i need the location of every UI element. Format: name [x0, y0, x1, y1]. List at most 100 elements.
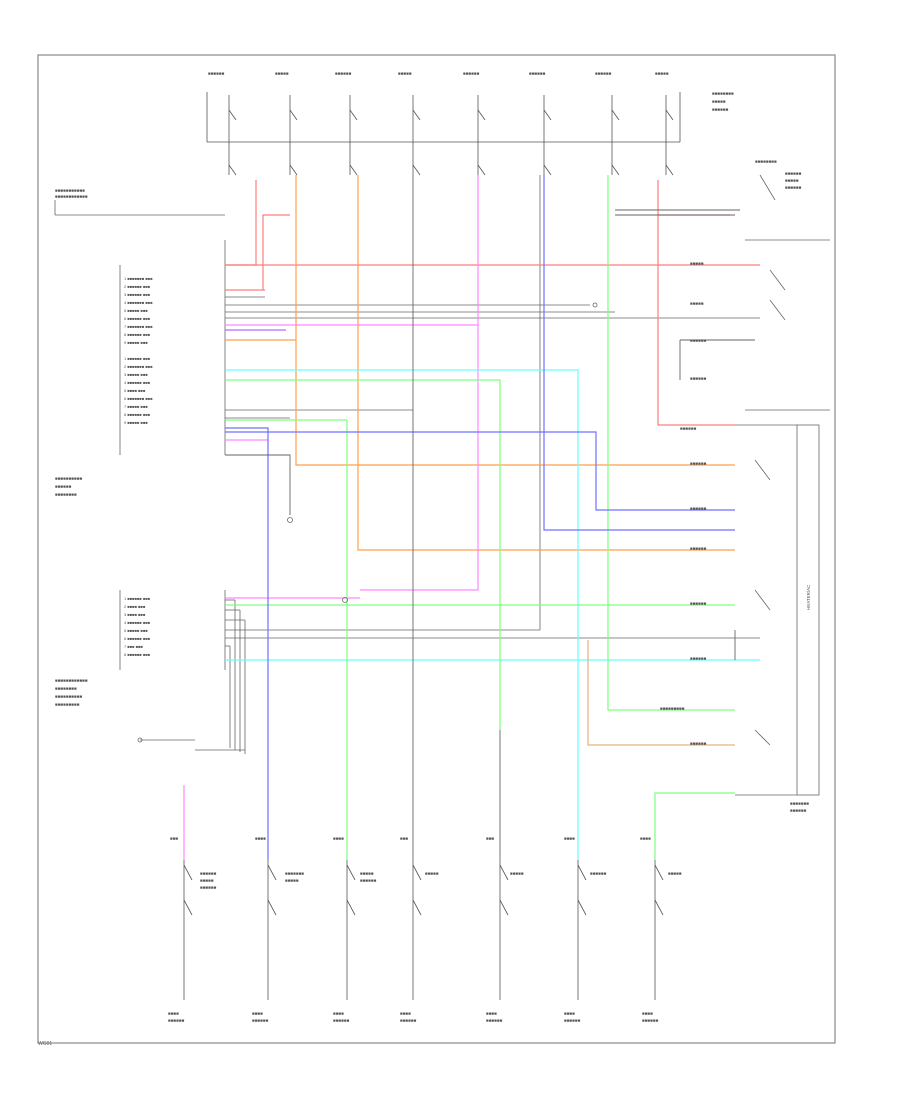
- svg-text:7 ■■■ ■■■: 7 ■■■ ■■■: [124, 644, 144, 649]
- svg-text:■■■■■■: ■■■■■■: [200, 871, 217, 876]
- svg-text:■■■■■■■■: ■■■■■■■■: [712, 91, 734, 96]
- svg-text:■■■: ■■■: [486, 836, 494, 841]
- svg-text:■■■■■: ■■■■■: [398, 71, 412, 76]
- svg-text:■■■■■■: ■■■■■■: [335, 71, 352, 76]
- svg-text:3 ■■■■■ ■■■: 3 ■■■■■ ■■■: [124, 372, 148, 377]
- svg-text:■■■■■■: ■■■■■■: [333, 1018, 350, 1023]
- svg-text:■■■■: ■■■■: [255, 836, 266, 841]
- svg-text:■■■■■: ■■■■■: [655, 71, 669, 76]
- svg-text:5 ■■■■■ ■■■: 5 ■■■■■ ■■■: [124, 308, 148, 313]
- svg-text:■■■■: ■■■■: [168, 1011, 179, 1016]
- svg-text:■■■■■■■■: ■■■■■■■■: [55, 686, 77, 691]
- upper-left-module: [54, 200, 760, 455]
- bottom-code: WG01: [38, 1041, 53, 1047]
- svg-text:8 ■■■■■■ ■■■: 8 ■■■■■■ ■■■: [124, 412, 151, 417]
- orange-wire: [225, 175, 735, 551]
- svg-text:■■■■■■■■: ■■■■■■■■: [755, 159, 777, 164]
- bottom-labels: ■■■ ■■■■ ■■■■ ■■■ ■■■ ■■■■ ■■■■ ■■■■■■ ■…: [168, 836, 682, 1023]
- svg-text:■■■■: ■■■■: [564, 836, 575, 841]
- top-connector-group: [206, 92, 681, 176]
- gray-wires: [225, 175, 755, 860]
- svg-text:1 ■■■■■■■ ■■■: 1 ■■■■■■■ ■■■: [124, 276, 153, 281]
- svg-text:6 ■■■■■■ ■■■: 6 ■■■■■■ ■■■: [124, 636, 151, 641]
- svg-text:■■■: ■■■: [400, 836, 408, 841]
- svg-text:7 ■■■■■■■ ■■■: 7 ■■■■■■■ ■■■: [124, 324, 153, 329]
- pink-wire: [183, 175, 479, 860]
- svg-text:5 ■■■■ ■■■: 5 ■■■■ ■■■: [124, 388, 146, 393]
- right-side-block: [735, 174, 830, 796]
- svg-text:■■■■■■: ■■■■■■: [360, 878, 377, 883]
- svg-text:■■■■: ■■■■: [400, 1011, 411, 1016]
- cyan-wire: [225, 369, 760, 860]
- svg-text:■■■■■■■■: ■■■■■■■■: [55, 492, 77, 497]
- svg-text:■■■■■■: ■■■■■■: [790, 808, 807, 813]
- svg-text:■■■■■■: ■■■■■■: [208, 71, 225, 76]
- svg-text:■■■■■■■■■: ■■■■■■■■■: [660, 706, 685, 711]
- svg-text:■■■■■: ■■■■■: [712, 99, 726, 104]
- svg-text:■■■■■■: ■■■■■■: [690, 656, 707, 661]
- svg-text:■■■■■■: ■■■■■■: [690, 461, 707, 466]
- upper-left-pins: 1 ■■■■■■■ ■■■ 2 ■■■■■■ ■■■ 3 ■■■■■■ ■■■ …: [55, 188, 153, 497]
- svg-text:■■■■■■■: ■■■■■■■: [790, 801, 809, 806]
- diagram-frame: [37, 54, 836, 1044]
- right-labels: ■■■■■■■■ ■■■■■■ ■■■■■ ■■■■■■ ■■■■■ ■■■■■…: [660, 159, 809, 813]
- svg-text:■■■■■: ■■■■■: [200, 878, 214, 883]
- svg-text:■■■■■■■■■■■■: ■■■■■■■■■■■■: [55, 678, 88, 683]
- vertical-side-label: HEATER/AC: [806, 584, 811, 610]
- lower-left-pins: 1 ■■■■■■ ■■■ 2 ■■■■ ■■■ 3 ■■■■ ■■■ 4 ■■■…: [55, 596, 151, 707]
- svg-text:■■■■■■: ■■■■■■: [642, 1018, 659, 1023]
- svg-text:■■■■■■■■■: ■■■■■■■■■: [55, 702, 80, 707]
- svg-text:■■■■■: ■■■■■: [275, 71, 289, 76]
- misc-components: [137, 302, 598, 743]
- svg-text:7 ■■■■■ ■■■: 7 ■■■■■ ■■■: [124, 404, 148, 409]
- svg-text:6 ■■■■■■■ ■■■: 6 ■■■■■■■ ■■■: [124, 396, 153, 401]
- red-wire: [225, 180, 760, 426]
- svg-text:2 ■■■■ ■■■: 2 ■■■■ ■■■: [124, 604, 146, 609]
- svg-text:2 ■■■■■■ ■■■: 2 ■■■■■■ ■■■: [124, 284, 151, 289]
- svg-text:■■■■■■: ■■■■■■: [200, 885, 217, 890]
- svg-text:■■■■■■: ■■■■■■: [680, 426, 697, 431]
- svg-text:4 ■■■■■■ ■■■: 4 ■■■■■■ ■■■: [124, 620, 151, 625]
- svg-text:■■■■■■: ■■■■■■: [690, 741, 707, 746]
- svg-text:■■■■■: ■■■■■: [690, 261, 704, 266]
- svg-text:■■■■■■: ■■■■■■: [690, 546, 707, 551]
- svg-text:■■■■■■: ■■■■■■: [690, 338, 707, 343]
- svg-text:■■■■■■: ■■■■■■: [785, 185, 802, 190]
- tan-wire: [587, 640, 735, 746]
- svg-text:8 ■■■■■■ ■■■: 8 ■■■■■■ ■■■: [124, 332, 151, 337]
- svg-text:9 ■■■■■ ■■■: 9 ■■■■■ ■■■: [124, 340, 148, 345]
- svg-text:■■■■■■: ■■■■■■: [712, 107, 729, 112]
- svg-text:2 ■■■■■■■ ■■■: 2 ■■■■■■■ ■■■: [124, 364, 153, 369]
- svg-text:6 ■■■■■■ ■■■: 6 ■■■■■■ ■■■: [124, 316, 151, 321]
- svg-text:■■■■■■: ■■■■■■: [168, 1018, 185, 1023]
- svg-text:■■■■■: ■■■■■: [510, 871, 524, 876]
- svg-text:4 ■■■■■■ ■■■: 4 ■■■■■■ ■■■: [124, 380, 151, 385]
- svg-text:■■■■■■: ■■■■■■: [690, 601, 707, 606]
- green-wire: [225, 175, 735, 860]
- svg-text:■■■■■■: ■■■■■■: [529, 71, 546, 76]
- svg-text:■■■■■■: ■■■■■■: [690, 506, 707, 511]
- svg-text:5 ■■■■■ ■■■: 5 ■■■■■ ■■■: [124, 628, 148, 633]
- bottom-switch-row: [183, 860, 664, 1000]
- svg-text:■■■■■■■■■■: ■■■■■■■■■■: [55, 476, 82, 481]
- svg-text:■■■■■■: ■■■■■■: [595, 71, 612, 76]
- svg-text:■■■■■: ■■■■■: [360, 871, 374, 876]
- top-labels: ■■■■■■ ■■■■■ ■■■■■■ ■■■■■ ■■■■■■ ■■■■■■ …: [208, 71, 734, 112]
- svg-text:■■■■■: ■■■■■: [425, 871, 439, 876]
- svg-text:■■■: ■■■: [170, 836, 178, 841]
- svg-text:■■■■■■■: ■■■■■■■: [285, 871, 304, 876]
- svg-text:■■■■■■■■■■■■: ■■■■■■■■■■■■: [55, 194, 88, 199]
- svg-text:8 ■■■■■■ ■■■: 8 ■■■■■■ ■■■: [124, 652, 151, 657]
- svg-text:■■■■■: ■■■■■: [668, 871, 682, 876]
- svg-text:■■■■: ■■■■: [486, 1011, 497, 1016]
- svg-text:3 ■■■■ ■■■: 3 ■■■■ ■■■: [124, 612, 146, 617]
- svg-text:1 ■■■■■■ ■■■: 1 ■■■■■■ ■■■: [124, 596, 151, 601]
- svg-text:■■■■■■: ■■■■■■: [252, 1018, 269, 1023]
- lower-left-module: [119, 175, 760, 754]
- svg-text:■■■■■: ■■■■■: [285, 878, 299, 883]
- svg-text:1 ■■■■■■ ■■■: 1 ■■■■■■ ■■■: [124, 356, 151, 361]
- svg-text:■■■■■■: ■■■■■■: [400, 1018, 417, 1023]
- svg-text:■■■■■■: ■■■■■■: [564, 1018, 581, 1023]
- svg-text:■■■■: ■■■■: [564, 1011, 575, 1016]
